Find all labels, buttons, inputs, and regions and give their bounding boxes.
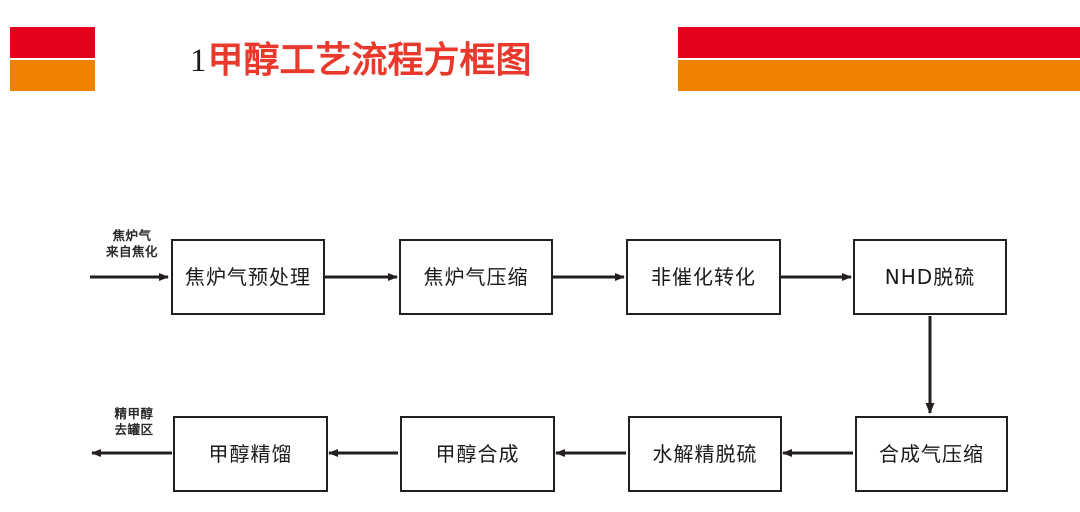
node-label: 水解精脱硫 xyxy=(652,442,758,466)
product-outlet-label-line1: 精甲醇 xyxy=(114,406,154,421)
node-methanol-distillation[interactable]: 甲醇精馏 xyxy=(173,416,328,492)
node-syngas-compression[interactable]: 合成气压缩 xyxy=(855,416,1008,492)
header-decoration-left-red-bar xyxy=(10,27,95,58)
page-title-text: 甲醇工艺流程方框图 xyxy=(207,40,532,81)
product-outlet-label: 精甲醇 去罐区 xyxy=(88,406,180,437)
header-decoration-right-orange-bar xyxy=(678,60,1080,91)
node-label: 非催化转化 xyxy=(651,265,756,289)
feed-inlet-label: 焦炉气 来自焦化 xyxy=(86,228,178,259)
node-coke-oven-gas-compression[interactable]: 焦炉气压缩 xyxy=(399,239,553,315)
node-non-catalytic-conversion[interactable]: 非催化转化 xyxy=(626,239,781,315)
node-label: 焦炉气预处理 xyxy=(185,265,311,289)
header-decoration-left-orange-bar xyxy=(10,60,95,91)
feed-inlet-label-line2: 来自焦化 xyxy=(105,243,158,259)
header-decoration-right-red-bar xyxy=(678,27,1080,58)
node-label: 焦炉气压缩 xyxy=(423,265,529,289)
node-label: 合成气压缩 xyxy=(879,442,984,466)
node-nhd-desulfurization[interactable]: NHD脱硫 xyxy=(853,239,1007,315)
node-coke-oven-gas-pretreatment[interactable]: 焦炉气预处理 xyxy=(171,239,325,315)
page-title: 1 甲醇工艺流程方框图 xyxy=(190,35,532,87)
node-label: 甲醇精馏 xyxy=(208,442,293,466)
node-hydrolysis-fine-desulfurization[interactable]: 水解精脱硫 xyxy=(628,416,782,492)
node-label: NHD脱硫 xyxy=(884,265,976,289)
feed-inlet-label-line1: 焦炉气 xyxy=(112,228,152,243)
node-label: 甲醇合成 xyxy=(435,442,520,466)
page-title-number: 1 xyxy=(190,42,207,79)
product-outlet-label-line2: 去罐区 xyxy=(114,421,154,437)
node-methanol-synthesis[interactable]: 甲醇合成 xyxy=(400,416,555,492)
